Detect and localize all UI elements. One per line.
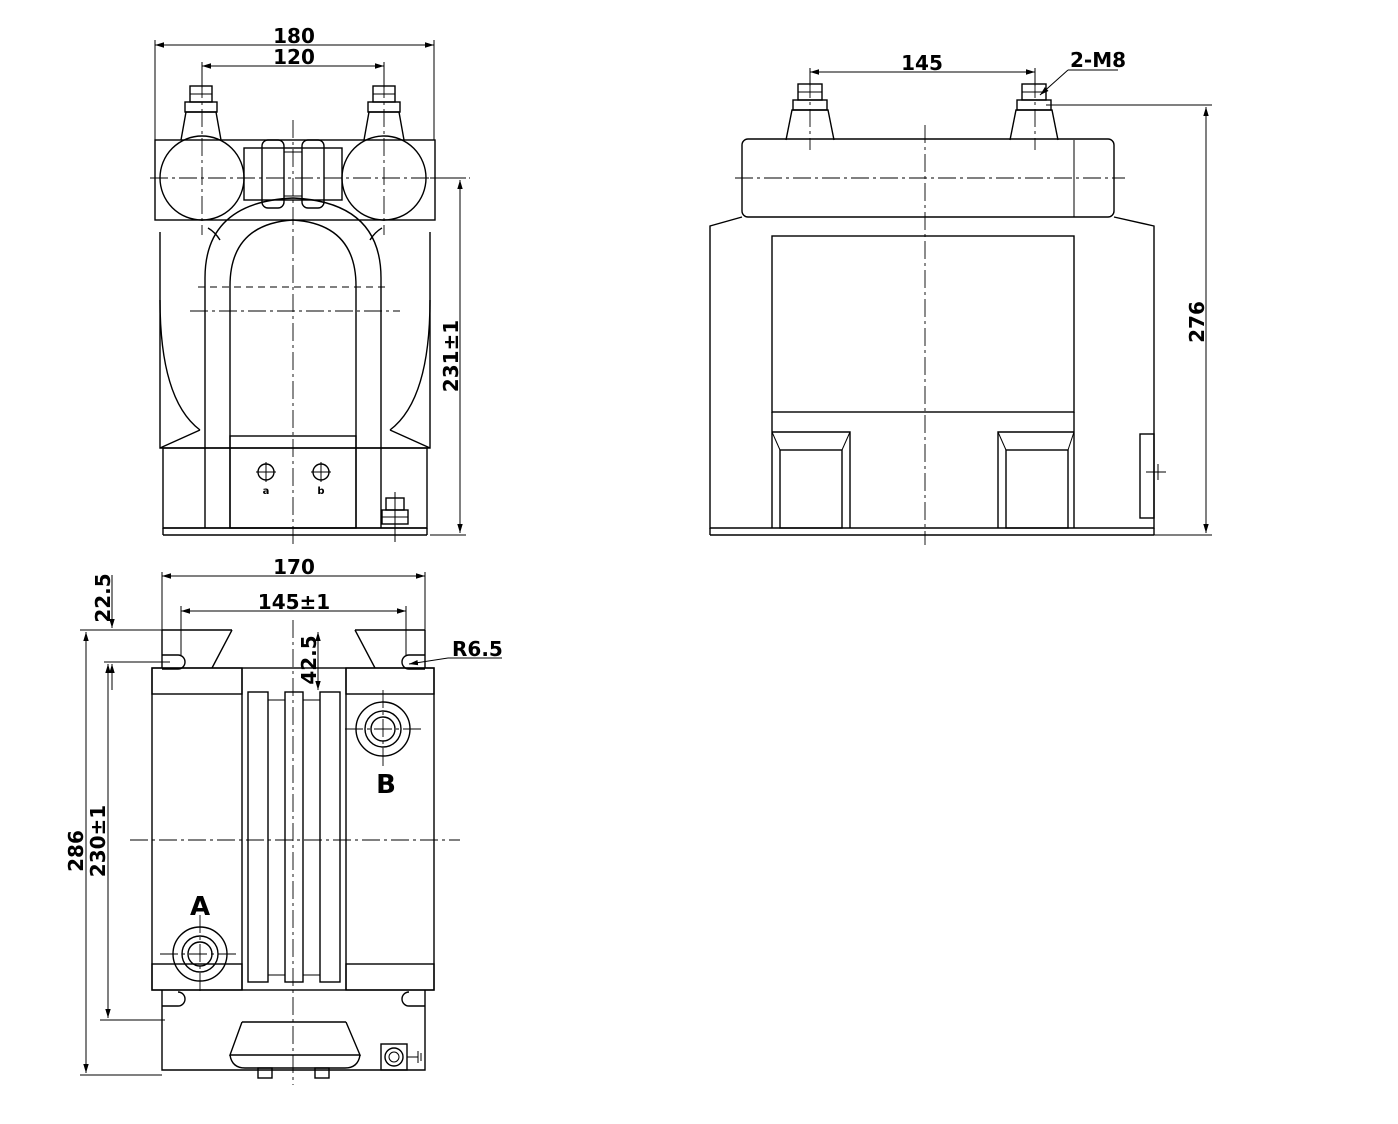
terminal-a-label: A — [190, 892, 210, 922]
dim-120: 120 — [202, 45, 384, 69]
side-view: 145 2-M8 — [709, 48, 1212, 545]
plan-view: 170 145±1 — [64, 555, 503, 1085]
front-view: 180 120 — [150, 24, 470, 545]
side-body-outline — [709, 216, 1155, 529]
dim-42-5-text: 42.5 — [297, 635, 321, 684]
secondary-label-a: a — [263, 486, 270, 497]
terminal-b-label: B — [376, 770, 396, 800]
side-terminal-right — [1009, 83, 1059, 141]
dim-231: 231±1 — [430, 177, 466, 536]
front-terminal-left — [180, 85, 222, 141]
dim-22-5: 22.5 — [80, 573, 170, 690]
dim-180-text: 180 — [273, 24, 315, 48]
dim-145-plan: 145±1 — [181, 590, 406, 614]
front-secondary-terminal-a: a — [256, 462, 276, 497]
slot-bottom-right — [401, 991, 425, 1007]
plan-ground-terminal — [380, 1043, 422, 1071]
front-arch — [204, 197, 382, 528]
plan-bottom-bolts — [257, 1067, 330, 1079]
dim-2-m8-text: 2-M8 — [1070, 48, 1126, 72]
dim-180: 180 — [155, 24, 434, 48]
dim-286: 286 — [64, 632, 162, 1076]
dim-145-side-text: 145 — [901, 51, 943, 75]
front-body-outline — [159, 232, 431, 449]
dim-42-5: 42.5 — [297, 632, 321, 690]
secondary-label-b: b — [317, 486, 324, 497]
slot-bottom-left — [162, 991, 186, 1007]
dim-145-plan-text: 145±1 — [258, 590, 330, 614]
slot-top-left — [162, 654, 186, 670]
dim-231-text: 231±1 — [439, 320, 463, 392]
dim-r6-5: R6.5 — [408, 637, 503, 666]
dim-276: 276 — [1046, 104, 1212, 536]
dim-145-side: 145 — [810, 51, 1035, 75]
front-ground-bolt — [381, 492, 409, 542]
dim-286-text: 286 — [64, 830, 88, 872]
side-window-right — [997, 431, 1075, 529]
front-secondary-terminal-b: b — [311, 462, 331, 497]
side-window-left — [771, 431, 851, 529]
side-ground-stud — [1139, 433, 1166, 519]
dim-22-5-text: 22.5 — [91, 573, 115, 622]
dim-2-m8: 2-M8 — [1039, 48, 1126, 96]
dim-120-text: 120 — [273, 45, 315, 69]
slot-top-right — [401, 654, 425, 670]
dim-170-text: 170 — [273, 555, 315, 579]
dim-276-text: 276 — [1185, 301, 1209, 343]
plan-center-channels — [247, 691, 341, 983]
dim-230: 230±1 — [86, 664, 165, 1021]
dim-230-text: 230±1 — [86, 805, 110, 877]
dim-170: 170 — [162, 555, 425, 579]
dim-r6-5-text: R6.5 — [452, 637, 503, 661]
